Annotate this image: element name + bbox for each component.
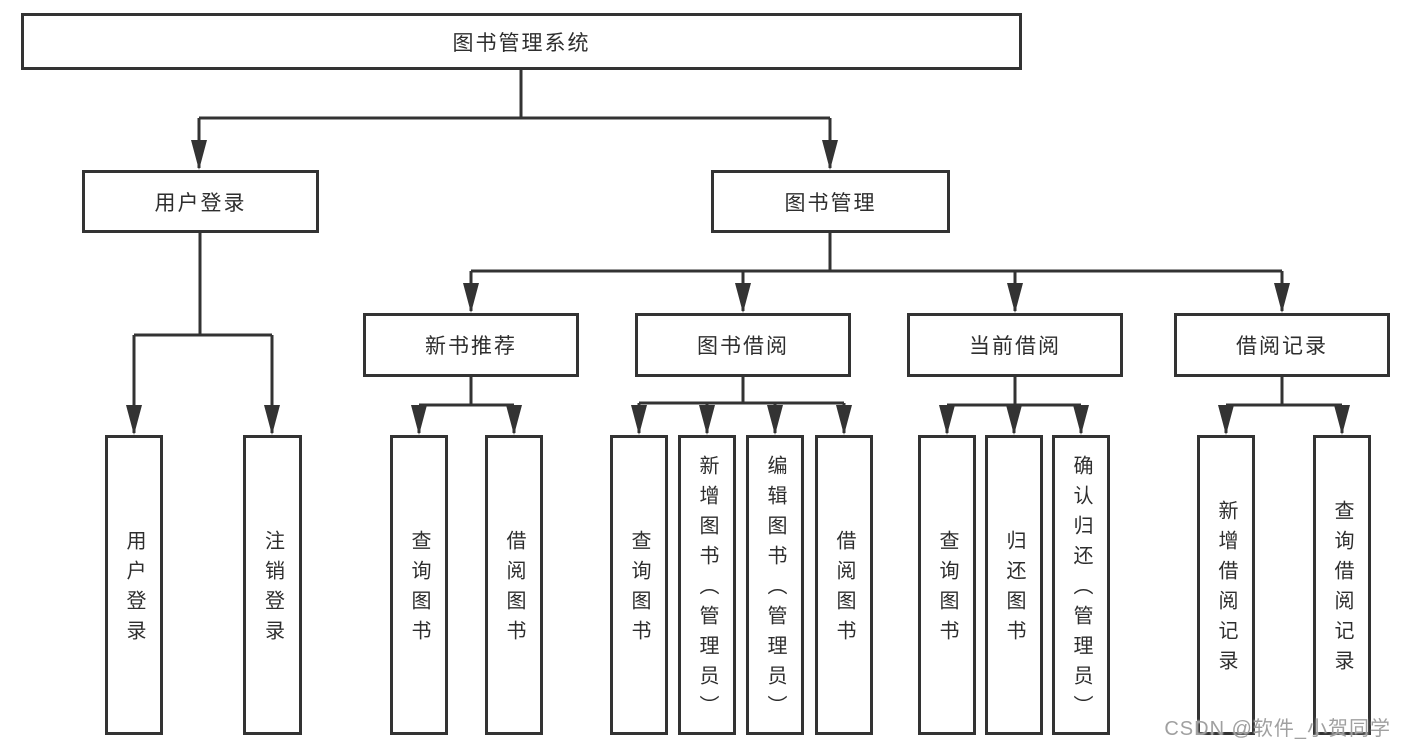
node-borrowing-records: 借阅记录: [1174, 313, 1390, 377]
node-user-login: 用户登录: [82, 170, 319, 233]
node-label: 新增借阅记录: [1215, 500, 1237, 680]
node-new-book-recommendation: 新书推荐: [363, 313, 579, 377]
node-book-management: 图书管理: [711, 170, 950, 233]
node-label: 新增图书（管理员）: [696, 455, 718, 725]
leaf-add-borrow-record: 新增借阅记录: [1197, 435, 1255, 735]
node-label: 借阅记录: [1236, 335, 1328, 358]
leaf-return-books: 归还图书: [985, 435, 1043, 735]
node-label: 借阅图书: [503, 530, 525, 650]
node-label: 借阅图书: [833, 530, 855, 650]
node-label: 用户登录: [154, 191, 247, 215]
node-label: 查询图书: [936, 530, 958, 650]
node-label: 图书借阅: [697, 335, 789, 358]
leaf-add-books-admin: 新增图书（管理员）: [678, 435, 736, 735]
node-label: 查询图书: [628, 530, 650, 650]
node-label: 确认归还（管理员）: [1070, 455, 1092, 725]
leaf-recommend-borrow-books: 借阅图书: [485, 435, 543, 735]
node-label: 查询借阅记录: [1331, 500, 1353, 680]
node-label: 编辑图书（管理员）: [764, 455, 786, 725]
node-label: 归还图书: [1003, 530, 1025, 650]
leaf-user-login: 用户登录: [105, 435, 163, 735]
leaf-borrowing-query-books: 查询图书: [610, 435, 668, 735]
leaf-current-query-books: 查询图书: [918, 435, 976, 735]
node-label: 图书管理系统: [452, 31, 591, 55]
node-label: 查询图书: [408, 530, 430, 650]
leaf-query-borrow-record: 查询借阅记录: [1313, 435, 1371, 735]
leaf-logout: 注销登录: [243, 435, 302, 735]
node-label: 图书管理: [784, 191, 877, 215]
leaf-recommend-query-books: 查询图书: [390, 435, 448, 735]
leaf-edit-books-admin: 编辑图书（管理员）: [746, 435, 804, 735]
node-current-borrowing: 当前借阅: [907, 313, 1123, 377]
node-label: 当前借阅: [969, 335, 1061, 358]
node-book-borrowing: 图书借阅: [635, 313, 851, 377]
node-label: 新书推荐: [425, 335, 517, 358]
csdn-watermark: CSDN @软件_小贺同学: [1164, 718, 1391, 740]
node-label: 用户登录: [123, 530, 145, 650]
node-library-system: 图书管理系统: [21, 13, 1022, 70]
node-label: 注销登录: [261, 530, 284, 650]
leaf-confirm-return-admin: 确认归还（管理员）: [1052, 435, 1110, 735]
leaf-borrow-books: 借阅图书: [815, 435, 873, 735]
